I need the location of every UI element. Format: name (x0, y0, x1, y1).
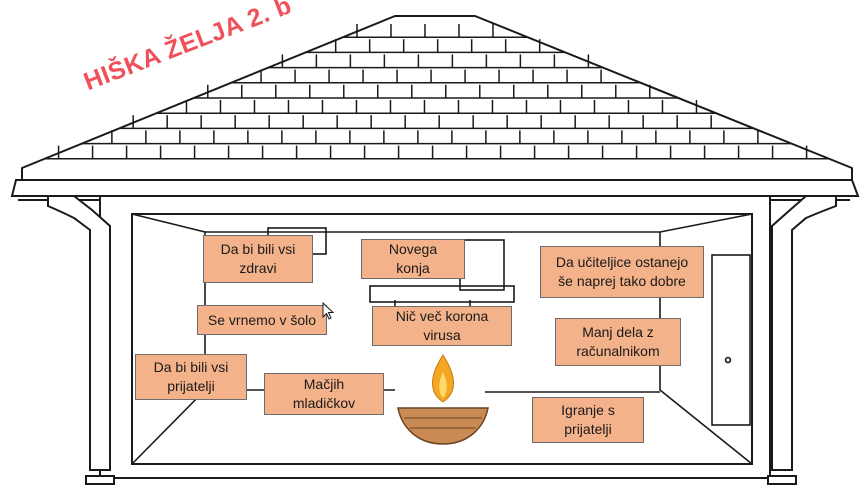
right-downpipe (767, 195, 837, 485)
wish-note-kittens[interactable]: Mačjih mladičkov (264, 373, 384, 415)
wish-note-horse[interactable]: Novega konja (361, 239, 465, 279)
wish-text: Da bi bili vsi zdravi (220, 241, 296, 276)
mouse-cursor-icon (322, 302, 335, 320)
left-downpipe (47, 195, 115, 485)
wish-text: Se vrnemo v šolo (207, 311, 317, 328)
wish-text: Da bi bili vsi prijatelji (153, 359, 229, 394)
wish-note-teachers[interactable]: Da učiteljice ostanejo še naprej tako do… (540, 246, 704, 298)
wish-note-play[interactable]: Igranje s prijatelji (532, 397, 644, 443)
wish-text: Igranje s prijatelji (561, 402, 615, 437)
wish-text: Mačjih mladičkov (292, 376, 356, 411)
wish-text: Da učiteljice ostanejo še naprej tako do… (555, 254, 689, 289)
wish-note-friends[interactable]: Da bi bili vsi prijatelji (135, 354, 247, 400)
wish-note-school[interactable]: Se vrnemo v šolo (197, 305, 327, 335)
wish-note-corona[interactable]: Nič več korona virusa (372, 306, 512, 346)
wish-note-computer[interactable]: Manj dela z računalnikom (555, 318, 681, 366)
roof-shingles (44, 24, 830, 160)
oil-lamp-icon (397, 354, 489, 445)
wish-note-healthy[interactable]: Da bi bili vsi zdravi (203, 235, 313, 283)
wish-text: Manj dela z računalnikom (576, 324, 660, 359)
wish-text: Nič več korona virusa (395, 308, 489, 343)
wish-text: Novega konja (388, 241, 438, 276)
